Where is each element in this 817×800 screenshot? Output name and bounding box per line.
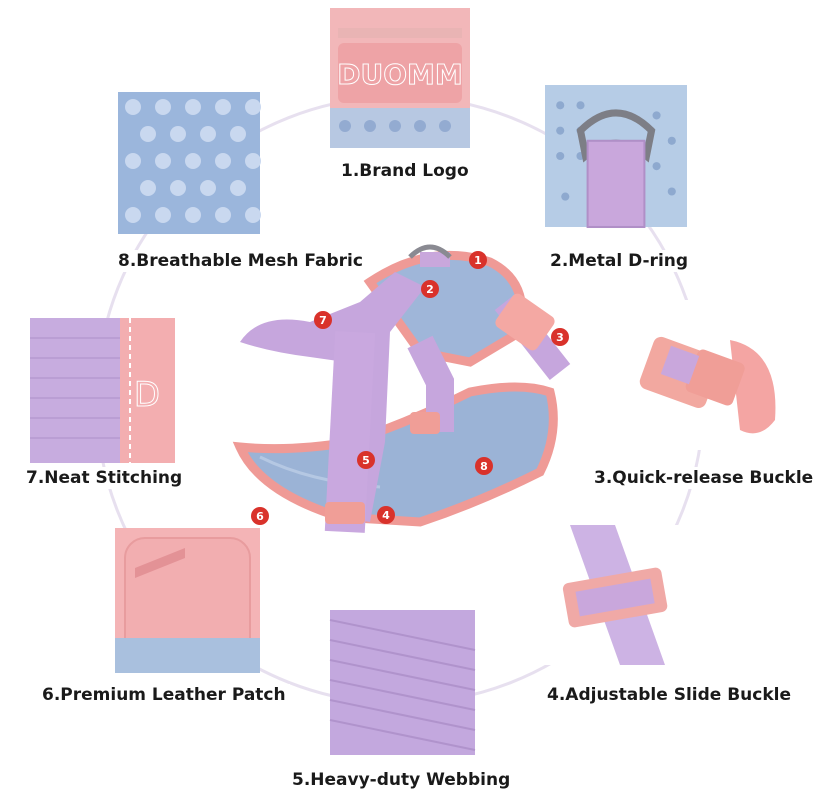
feature-label-4: 4.Adjustable Slide Buckle [543,684,796,706]
slide-buckle-photo [545,525,685,665]
svg-text:2: 2 [426,283,434,296]
svg-text:3: 3 [556,331,564,344]
feature-label-5: 5.Heavy-duty Webbing [288,769,515,791]
stitching-photo: D [30,318,175,463]
feature-label-1: 1.Brand Logo [337,160,473,182]
harness-illustration: 1 2 3 4 5 6 7 8 [220,232,590,552]
leather-photo [115,528,260,673]
feature-label-8: 8.Breathable Mesh Fabric [114,250,367,272]
feature-label-6: 6.Premium Leather Patch [38,684,290,706]
buckle-photo [630,300,780,450]
svg-text:4: 4 [382,509,390,522]
mesh-photo [118,92,261,234]
feature-label-7: 7.Neat Stitching [22,467,187,489]
webbing-photo [329,610,476,755]
brand-logo-photo: DUOMM [330,8,470,148]
feature-label-2: 2.Metal D-ring [546,250,693,272]
feature-label-3: 3.Quick-release Buckle [590,467,817,489]
svg-text:5: 5 [362,454,370,467]
svg-text:8: 8 [480,460,488,473]
svg-text:1: 1 [474,254,482,267]
d-ring-photo [545,85,687,229]
brand-logo-text: DUOMM [337,58,463,91]
svg-text:6: 6 [256,510,264,523]
svg-text:D: D [134,375,160,415]
svg-text:7: 7 [319,314,327,327]
